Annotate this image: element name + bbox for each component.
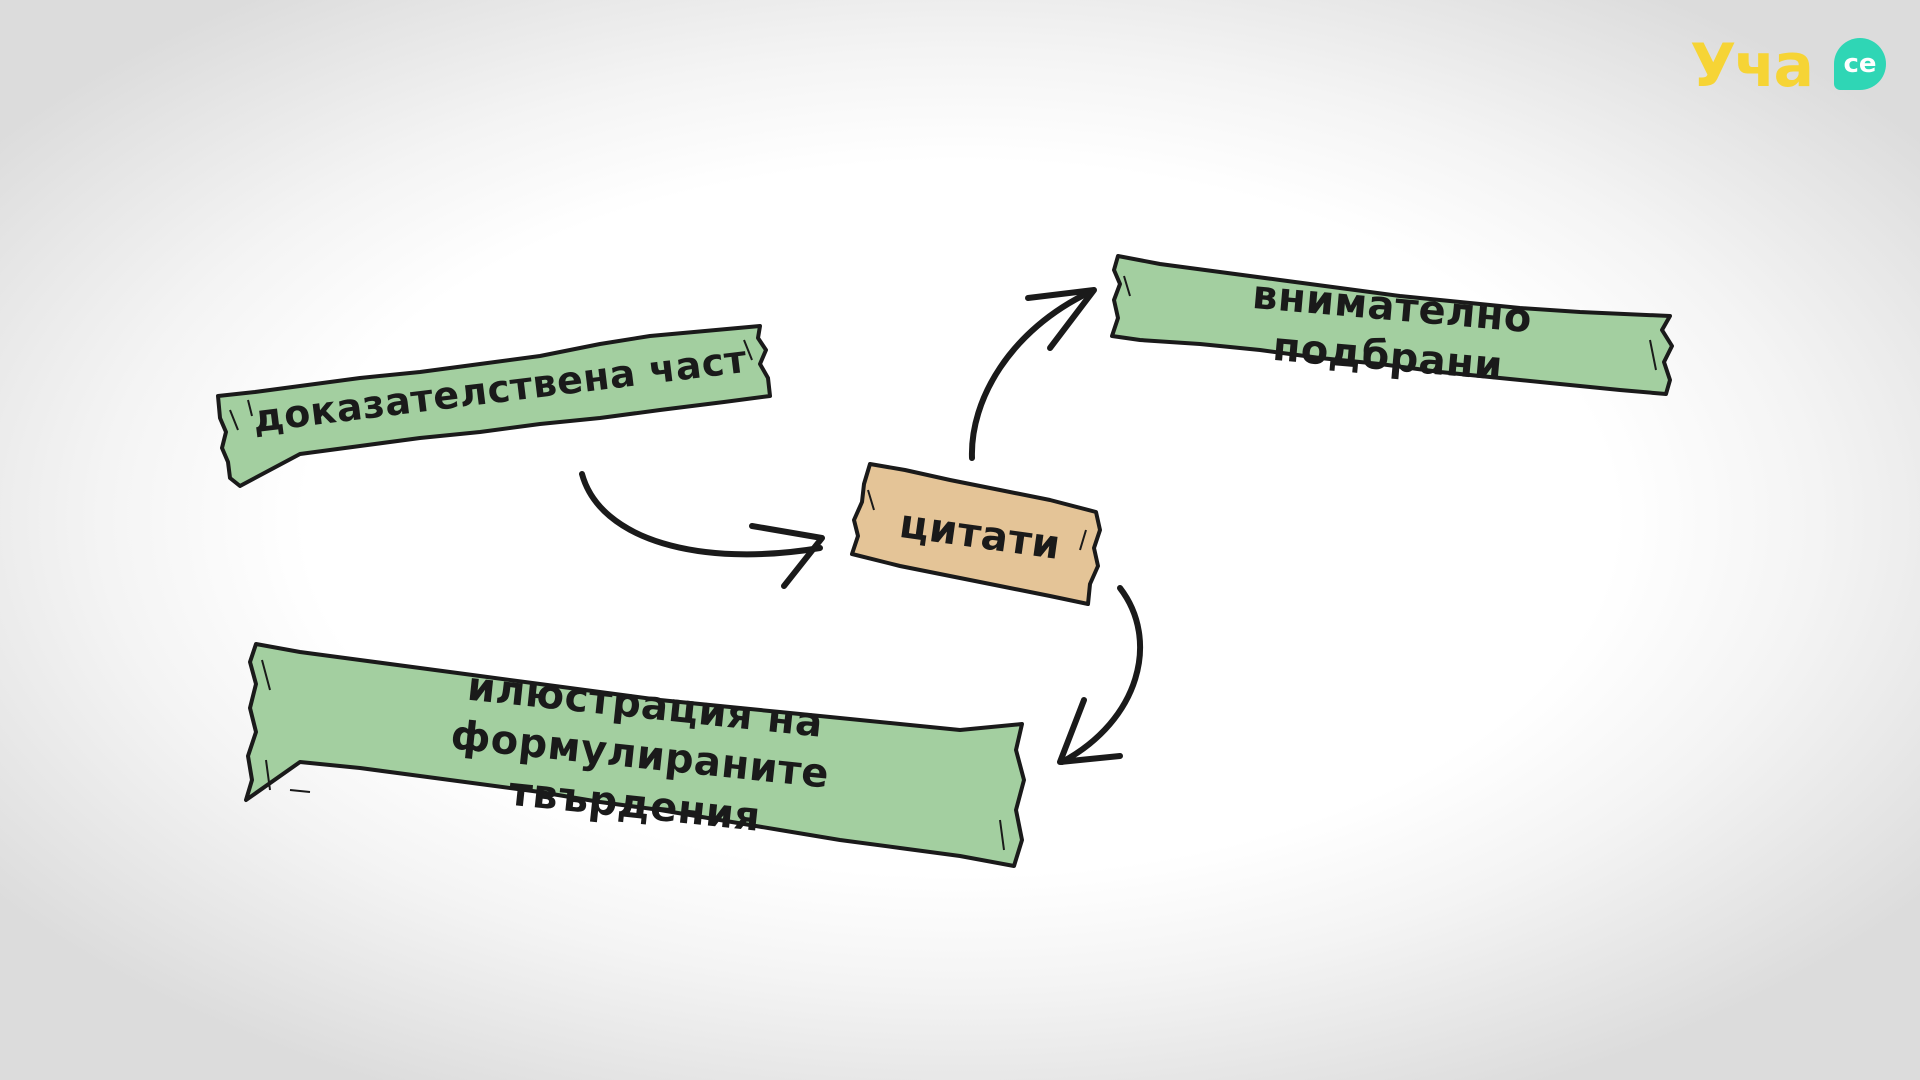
node-quotes-text: цитати bbox=[896, 500, 1064, 570]
tape-quotes-shape bbox=[850, 462, 1102, 606]
tape-carefully-selected-shape bbox=[1110, 254, 1674, 396]
node-illustration-line1: илюстрация на формулираните bbox=[448, 663, 832, 798]
node-quotes-label: цитати bbox=[867, 490, 1093, 580]
tape-illustration bbox=[244, 642, 1026, 868]
logo-main-text: Уча bbox=[1690, 31, 1814, 101]
node-carefully-selected-label: внимателно подбрани bbox=[1128, 272, 1652, 390]
tape-illustration-shape bbox=[244, 642, 1026, 868]
arrow-quotes-to-illustration bbox=[1057, 585, 1143, 765]
node-carefully-selected-text: внимателно подбрани bbox=[1250, 271, 1534, 390]
arrow-evidence-to-quotes bbox=[579, 471, 825, 589]
node-illustration-line2: твърдения bbox=[506, 768, 763, 841]
tape-evidence-shape bbox=[216, 324, 772, 488]
tape-quotes bbox=[850, 462, 1102, 606]
brand-logo: Уча се bbox=[1690, 26, 1890, 106]
tape-carefully-selected bbox=[1110, 254, 1674, 396]
tape-evidence bbox=[216, 324, 772, 488]
node-illustration-label: илюстрация на формулираните твърдения bbox=[275, 653, 1005, 858]
node-evidence-text: доказателствена част bbox=[250, 337, 750, 442]
arrow-quotes-to-carefully-selected bbox=[968, 287, 1097, 461]
node-evidence-label: доказателствена част bbox=[248, 325, 753, 455]
logo-badge: се bbox=[1834, 38, 1886, 90]
